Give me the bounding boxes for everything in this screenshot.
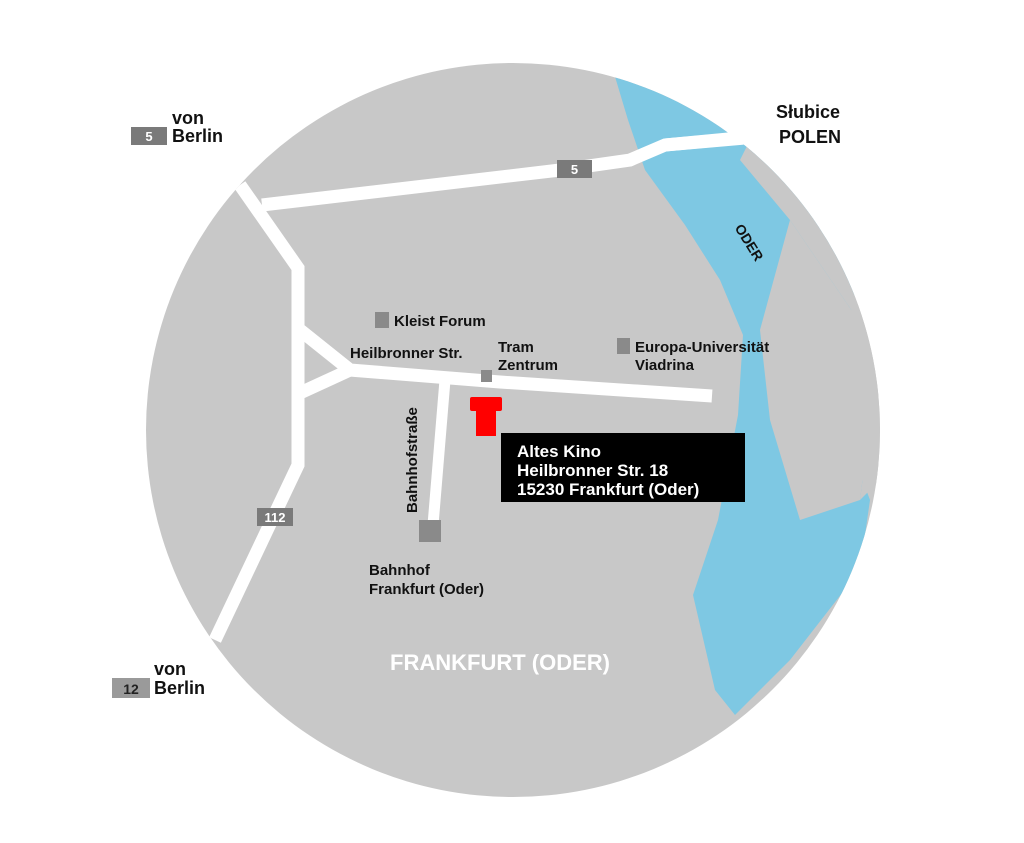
tram-stop-marker xyxy=(481,370,492,382)
bahnhofstrasse-road xyxy=(427,379,451,526)
city-label: FRANKFURT (ODER) xyxy=(390,650,610,675)
station-marker xyxy=(419,520,441,542)
bahnhofstrasse-label: Bahnhofstraße xyxy=(404,407,421,513)
slubice-label: Słubice xyxy=(776,102,840,122)
road-b5-east-exit xyxy=(664,129,761,152)
shield-b5-map: 5 xyxy=(557,160,592,178)
shield-origin-12: 12 xyxy=(112,678,150,698)
venue-address-box[interactable]: Altes Kino Heilbronner Str. 18 15230 Fra… xyxy=(501,433,745,502)
road-b5-continuation xyxy=(209,181,305,643)
shield-origin-5-label: 5 xyxy=(145,129,152,144)
venue-city: 15230 Frankfurt (Oder) xyxy=(517,480,699,499)
origin-5-prefix: von xyxy=(172,108,204,128)
station-label-line1: Bahnhof xyxy=(369,562,431,579)
venue-name: Altes Kino xyxy=(517,442,601,461)
university-marker xyxy=(617,338,630,354)
shield-b112-label: 112 xyxy=(265,510,286,525)
kleist-forum-label: Kleist Forum xyxy=(394,313,486,330)
heilbronner-street-label: Heilbronner Str. xyxy=(350,345,463,362)
river-island xyxy=(760,220,870,520)
university-label-line1: Europa-Universität xyxy=(635,339,769,356)
heilbronner-strasse xyxy=(295,324,713,403)
shield-b112: 112 xyxy=(257,508,293,526)
tram-label-line2: Zentrum xyxy=(498,357,558,374)
tram-label-line1: Tram xyxy=(498,339,534,356)
origin-12-city: Berlin xyxy=(154,678,205,698)
shield-origin-12-label: 12 xyxy=(123,681,139,697)
map-area xyxy=(146,63,880,797)
university-label-line2: Viadrina xyxy=(635,357,695,374)
road-connector xyxy=(297,364,353,399)
shield-origin-5: 5 xyxy=(131,127,167,145)
station-label-line2: Frankfurt (Oder) xyxy=(369,581,484,598)
origin-5-city: Berlin xyxy=(172,126,223,146)
origin-12-prefix: von xyxy=(154,659,186,679)
kleist-forum-marker xyxy=(375,312,389,328)
venue-street: Heilbronner Str. 18 xyxy=(517,461,668,480)
poland-label: POLEN xyxy=(779,127,841,147)
shield-b5-map-label: 5 xyxy=(571,162,578,177)
venue-marker-icon[interactable] xyxy=(470,397,502,436)
